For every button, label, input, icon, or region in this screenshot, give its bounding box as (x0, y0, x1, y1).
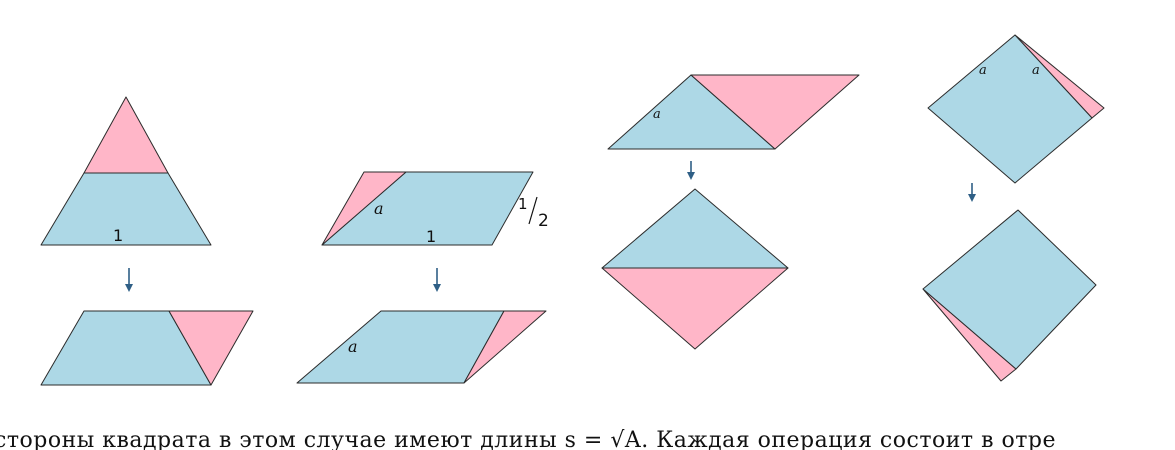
parallelogram-to-diamond-group: a (601, 74, 860, 350)
moved-top-piece (168, 310, 254, 386)
diamond-lower-half (601, 267, 789, 350)
down-arrow-icon (433, 268, 441, 292)
label-base-1: 1 (113, 226, 123, 245)
svg-text:1: 1 (518, 195, 528, 213)
parallelogram-cut-piece (321, 171, 407, 246)
final-square (922, 209, 1097, 370)
label-a-col4-right: a (1032, 63, 1040, 78)
triangle-top-piece (83, 96, 169, 174)
label-base-1-parallelogram: 1 (426, 227, 436, 246)
triangle-lower-trapezoid (40, 172, 212, 246)
diamond-to-square-group: a a (922, 34, 1105, 382)
top-parallelogram-right (690, 74, 860, 150)
down-arrow-icon (687, 161, 695, 180)
down-arrow-icon (125, 268, 133, 292)
down-arrow-icon (968, 183, 976, 202)
diamond-upper-half (601, 188, 789, 269)
top-diamond (927, 34, 1093, 184)
triangle-to-trapezoid-group: 1 (40, 96, 254, 386)
sheared-cut-piece (463, 310, 547, 384)
parallelogram-shear-group: a 1 1 2 a (296, 171, 549, 384)
label-a-parallelogram: a (374, 199, 384, 218)
label-a-col4-left: a (979, 63, 987, 78)
caption-text-fragment: стороны квадрата в этом случае имеют дли… (0, 428, 1056, 450)
label-a-col3: a (653, 107, 661, 122)
label-one-half: 1 2 (518, 195, 549, 231)
label-a-sheared: a (348, 337, 358, 356)
svg-text:2: 2 (538, 211, 549, 231)
